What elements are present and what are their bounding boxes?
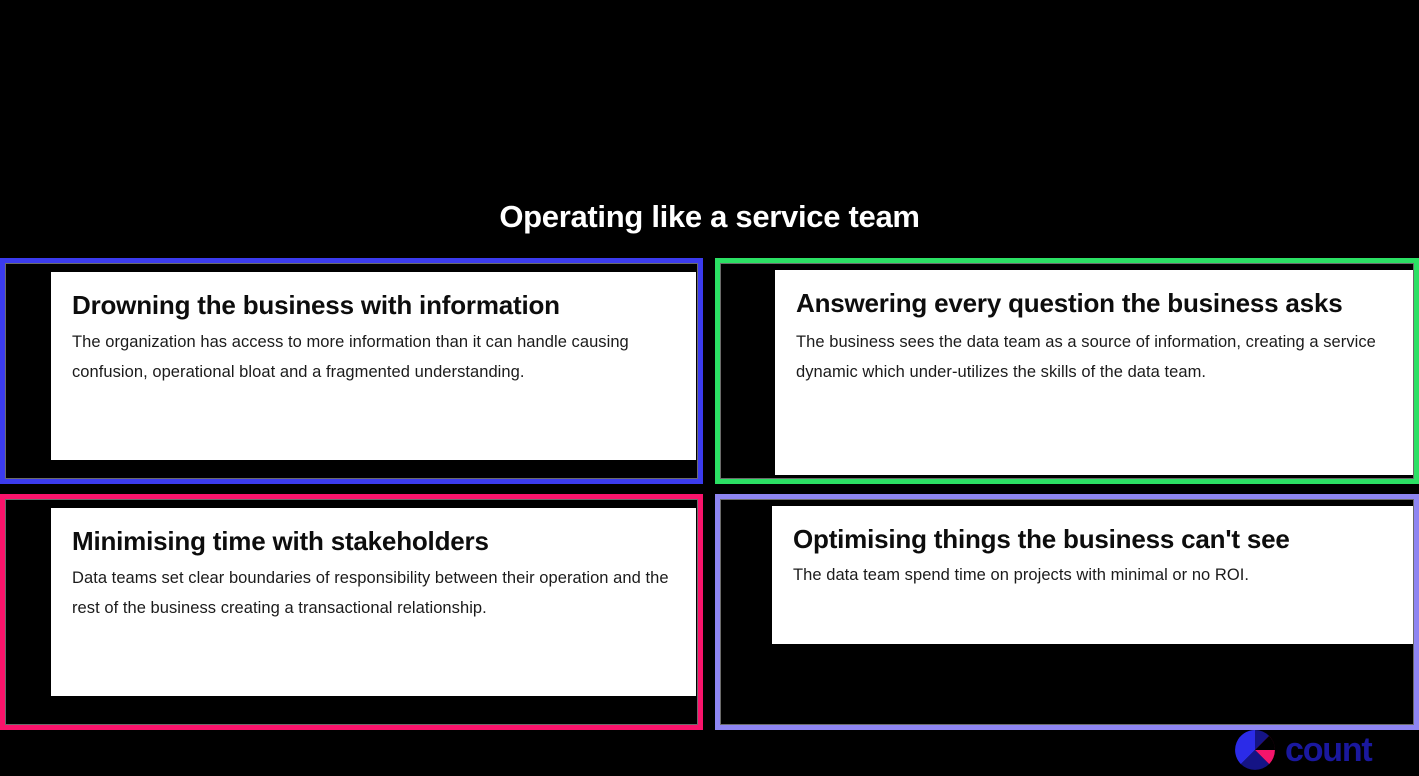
card-optimising-things-the-business-cant-see[interactable]: Optimising things the business can't see… [715,494,1419,730]
card-drowning-the-business-with-information[interactable]: Drowning the business with information T… [0,258,703,484]
card-grid: Drowning the business with information T… [0,258,1419,730]
card-panel: Optimising things the business can't see… [772,506,1413,644]
count-logo[interactable]: count [1234,728,1412,772]
card-answering-every-question-the-business-asks[interactable]: Answering every question the business as… [715,258,1419,484]
card-body-text: Data teams set clear boundaries of respo… [72,568,669,617]
card-body-text: The data team spend time on projects wit… [793,565,1250,584]
count-wordmark: count [1285,731,1373,769]
card-heading: Optimising things the business can't see [793,524,1290,554]
card-body-text: The organization has access to more info… [72,332,629,381]
card-panel: Drowning the business with information T… [51,272,696,460]
card-heading: Minimising time with stakeholders [72,526,489,556]
page-title: Operating like a service team [499,199,920,234]
card-panel: Answering every question the business as… [775,270,1413,475]
card-heading: Drowning the business with information [72,290,560,320]
count-pie-logo-icon [1234,729,1276,771]
card-minimising-time-with-stakeholders[interactable]: Minimising time with stakeholders Data t… [0,494,703,730]
card-body-text: The business sees the data team as a sou… [796,332,1376,381]
card-panel: Minimising time with stakeholders Data t… [51,508,696,696]
card-heading: Answering every question the business as… [796,288,1343,318]
